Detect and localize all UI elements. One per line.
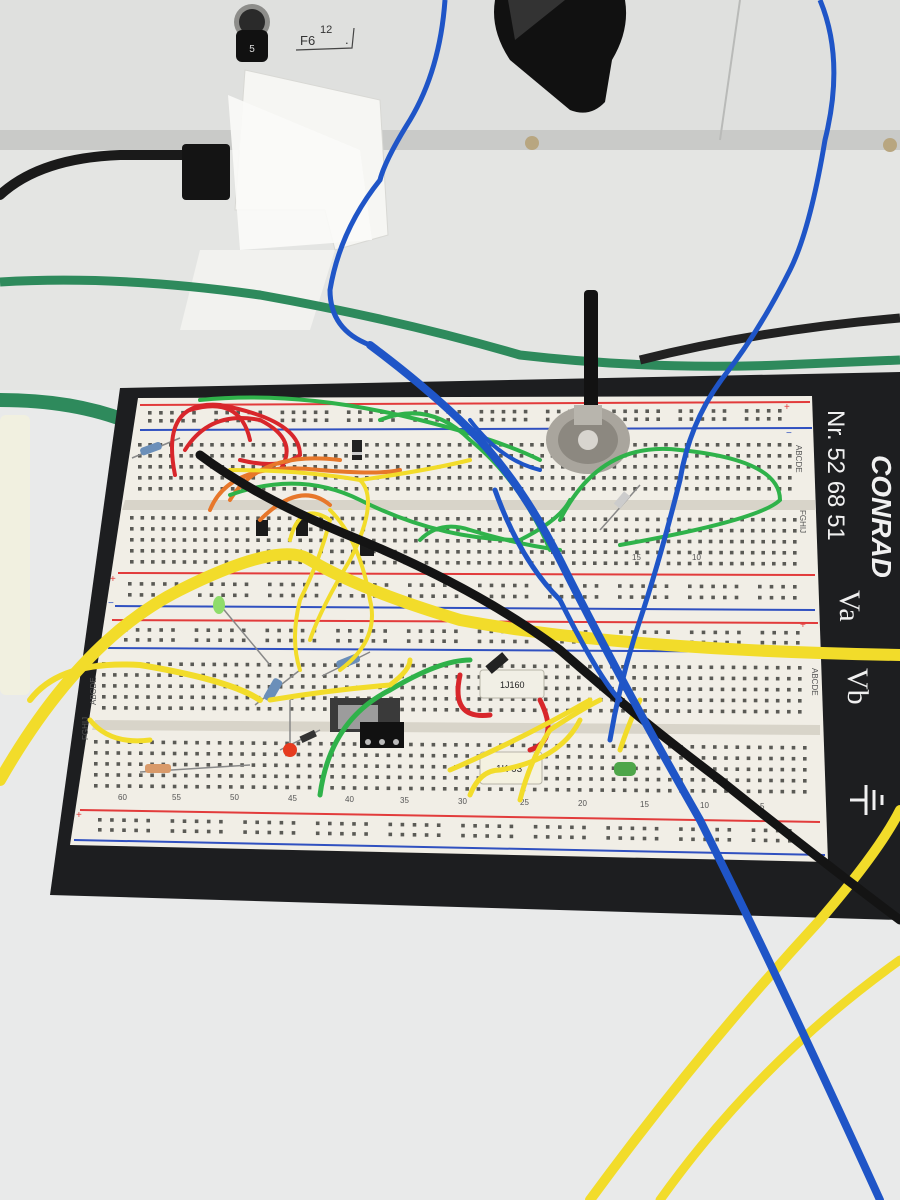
breadboard bbox=[50, 372, 900, 920]
row-letters-right-lower: ABCDE bbox=[810, 668, 819, 696]
translucent-block bbox=[0, 415, 30, 695]
column-number: 25 bbox=[520, 798, 529, 807]
row-letters-left-bottom: FGHIJ bbox=[81, 717, 90, 740]
diode[interactable] bbox=[485, 652, 509, 674]
rail-label-vb: Vb bbox=[841, 668, 874, 705]
column-number: 45 bbox=[288, 794, 297, 803]
column-number: 15 bbox=[640, 800, 649, 809]
capacitor-label: 1J160 bbox=[500, 680, 525, 690]
resistor[interactable] bbox=[139, 764, 251, 773]
diode[interactable] bbox=[352, 440, 362, 460]
capacitor-1j160[interactable]: 1J160 bbox=[479, 669, 545, 699]
rail-label-va: Va bbox=[833, 590, 866, 622]
column-number: 60 bbox=[118, 793, 127, 802]
column-numbers-bottom: 60 55 50 45 40 35 30 25 20 15 10 5 bbox=[118, 793, 765, 811]
plus-sign-top: + bbox=[784, 402, 790, 413]
capacitor-small-green[interactable] bbox=[614, 762, 636, 776]
column-number: 20 bbox=[578, 799, 587, 808]
brand-logo: CONRAD bbox=[866, 455, 897, 578]
column-number: 50 bbox=[230, 793, 239, 802]
led-green[interactable] bbox=[213, 596, 271, 666]
led-red[interactable] bbox=[283, 700, 297, 757]
potentiometer[interactable] bbox=[546, 290, 630, 474]
cable-connector bbox=[182, 144, 230, 200]
row-letters-mid: FGHIJ bbox=[798, 510, 807, 533]
row-letters-left-top: ABCDE bbox=[89, 677, 98, 705]
column-number: 55 bbox=[172, 793, 181, 802]
panel-label-superscript: 12 bbox=[320, 24, 332, 36]
plus-sign-bottom: + bbox=[76, 810, 82, 821]
panel-label: F6 bbox=[300, 33, 315, 48]
column-number: 40 bbox=[345, 795, 354, 804]
panel-label-dot: . bbox=[345, 32, 349, 47]
column-number: 15 bbox=[632, 553, 641, 562]
jumper-wires bbox=[87, 395, 783, 803]
column-number: 10 bbox=[700, 801, 709, 810]
rotary-knob[interactable] bbox=[494, 0, 627, 113]
model-number: Nr. 52 68 51 bbox=[822, 410, 849, 541]
column-numbers-top: 10 15 bbox=[632, 553, 701, 562]
column-number: 30 bbox=[458, 797, 467, 806]
column-number: 35 bbox=[400, 796, 409, 805]
column-number: 10 bbox=[692, 553, 701, 562]
ground-symbol-icon bbox=[850, 785, 884, 815]
breadboard-holes bbox=[94, 409, 807, 843]
plus-sign-left: + bbox=[110, 574, 116, 585]
row-letters-top: ABCDE bbox=[794, 445, 803, 473]
thick-cables bbox=[0, 341, 900, 1200]
minus-sign-left: − bbox=[108, 598, 114, 609]
column-number: 5 bbox=[760, 802, 765, 811]
socket-number: 5 bbox=[249, 44, 255, 55]
plus-sign-right: + bbox=[800, 620, 806, 631]
banana-socket[interactable]: 5 bbox=[234, 4, 270, 62]
diode[interactable] bbox=[599, 484, 641, 531]
minus-sign-top: − bbox=[786, 428, 792, 439]
panel-screw-icon bbox=[525, 136, 539, 150]
equipment-panel bbox=[0, 0, 900, 390]
panel-screw-icon bbox=[883, 138, 897, 152]
masking-tape bbox=[180, 69, 389, 330]
transistor[interactable] bbox=[256, 520, 268, 536]
transistor[interactable] bbox=[296, 520, 308, 536]
